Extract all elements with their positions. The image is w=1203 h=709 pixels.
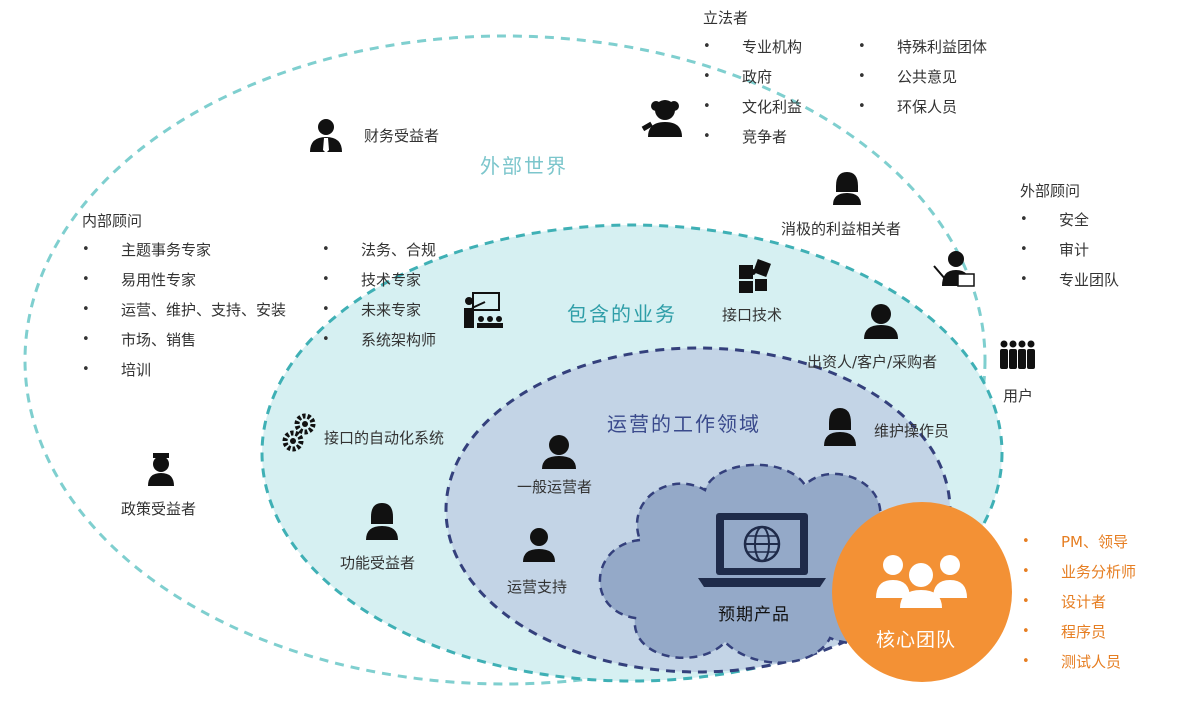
core-team-label: 核心团队 xyxy=(876,629,957,651)
internal-consultant-list-2: 法务、合规 技术专家 未来专家 系统架构师 xyxy=(322,235,436,355)
list-item: 程序员 xyxy=(1022,617,1136,647)
list-item: 未来专家 xyxy=(322,295,436,325)
consultant-person-icon xyxy=(933,251,975,287)
product-label: 预期产品 xyxy=(718,605,790,625)
list-item: 竞争者 xyxy=(703,122,802,152)
outer-world-label: 外部世界 xyxy=(480,154,568,178)
list-item: 安全 xyxy=(1020,205,1119,235)
policy-beneficiary-label: 政策受益者 xyxy=(121,500,197,518)
ops-support-person-icon xyxy=(523,528,555,562)
auto-system-label: 接口的自动化系统 xyxy=(324,429,445,447)
sponsor-person-icon xyxy=(864,304,898,339)
core-team-list: PM、领导 业务分析师 设计者 程序员 测试人员 xyxy=(1022,527,1136,677)
list-item: 市场、销售 xyxy=(82,325,286,355)
negative-person-icon xyxy=(833,172,861,205)
list-item: 公共意见 xyxy=(858,62,987,92)
interface-tech-label: 接口技术 xyxy=(722,306,783,324)
negative-stakeholder-label: 消极的利益相关者 xyxy=(781,220,902,238)
list-item: 业务分析师 xyxy=(1022,557,1136,587)
list-item: 主题事务专家 xyxy=(82,235,286,265)
sponsor-label: 出资人/客户/采购者 xyxy=(807,353,938,371)
operations-domain-label: 运营的工作领域 xyxy=(607,412,761,436)
list-item: 文化利益 xyxy=(703,92,802,122)
presenter-icon xyxy=(464,292,503,328)
financial-beneficiary-label: 财务受益者 xyxy=(364,127,440,145)
user-label: 用户 xyxy=(1003,387,1034,405)
gears-icon xyxy=(282,413,316,452)
list-item: 测试人员 xyxy=(1022,647,1136,677)
general-operator-label: 一般运营者 xyxy=(517,478,593,496)
list-item: 环保人员 xyxy=(858,92,987,122)
contained-business-label: 包含的业务 xyxy=(567,302,677,326)
maintenance-person-icon xyxy=(824,408,856,446)
list-item: 专业团队 xyxy=(1020,265,1119,295)
list-item: 专业机构 xyxy=(703,32,802,62)
functional-person-icon xyxy=(366,503,398,540)
list-item: 设计者 xyxy=(1022,587,1136,617)
list-item: 培训 xyxy=(82,355,286,385)
external-consultant-title: 外部顾问 xyxy=(1020,182,1081,200)
list-item: 运营、维护、支持、安装 xyxy=(82,295,286,325)
financial-person-icon xyxy=(310,119,342,153)
legislator-title: 立法者 xyxy=(703,9,749,27)
internal-consultant-title: 内部顾问 xyxy=(82,212,143,230)
ops-support-label: 运营支持 xyxy=(507,578,568,596)
list-item: 技术专家 xyxy=(322,265,436,295)
list-item: 特殊利益团体 xyxy=(858,32,987,62)
general-ops-person-icon xyxy=(542,435,576,469)
list-item: 政府 xyxy=(703,62,802,92)
users-group-icon xyxy=(1000,340,1035,369)
legislator-list-1: 专业机构 政府 文化利益 竞争者 xyxy=(703,32,802,152)
list-item: 易用性专家 xyxy=(82,265,286,295)
puzzle-icon xyxy=(739,259,771,293)
legislator-list-2: 特殊利益团体 公共意见 环保人员 xyxy=(858,32,987,122)
internal-consultant-list-1: 主题事务专家 易用性专家 运营、维护、支持、安装 市场、销售 培训 xyxy=(82,235,286,385)
list-item: PM、领导 xyxy=(1022,527,1136,557)
team-group-icon xyxy=(876,555,967,608)
maintenance-operator-label: 维护操作员 xyxy=(874,422,950,440)
list-item: 审计 xyxy=(1020,235,1119,265)
external-consultant-list: 安全 审计 专业团队 xyxy=(1020,205,1119,295)
laptop-globe-icon xyxy=(698,513,826,587)
list-item: 法务、合规 xyxy=(322,235,436,265)
list-item: 系统架构师 xyxy=(322,325,436,355)
functional-beneficiary-label: 功能受益者 xyxy=(340,554,416,572)
policy-person-icon xyxy=(148,453,174,486)
legislator-person-icon xyxy=(641,100,682,137)
